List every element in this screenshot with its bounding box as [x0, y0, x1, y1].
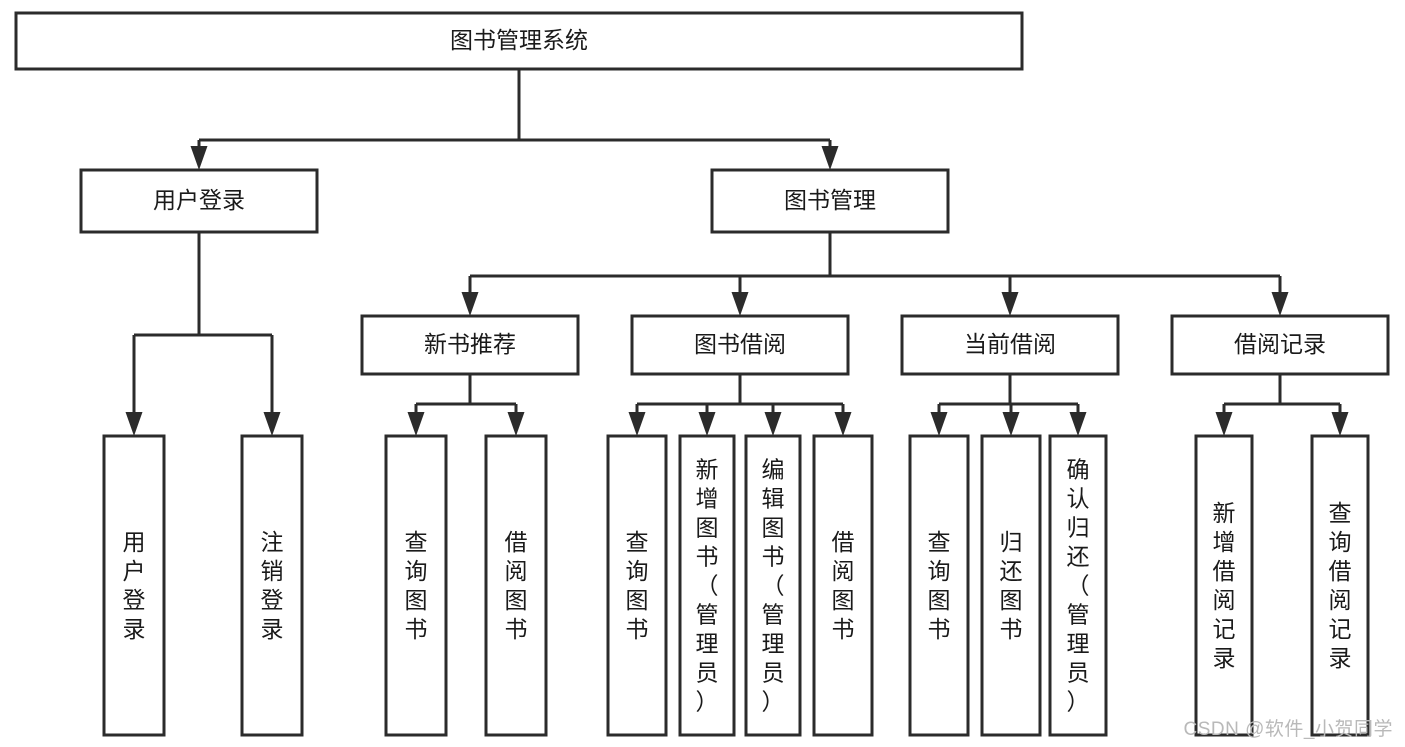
node-label: 确认归还（管理员） [1067, 457, 1090, 715]
node-leaf-query-book-borrow[interactable]: 查询图书 [606, 434, 668, 737]
bm-to-book-borrow-arrowhead [731, 292, 749, 316]
node-box-leaf-add-book[interactable] [678, 434, 736, 737]
bm-to-current-borrow-arrowhead [1001, 292, 1019, 316]
root-to-book-management-arrowhead [821, 146, 839, 170]
node-label: 图书借阅 [694, 331, 786, 357]
current-borrow-to-leaf-confirm-return-arrowhead [1069, 412, 1087, 436]
node-label: 新增借阅记录 [1213, 500, 1236, 671]
node-box-book-management[interactable] [710, 168, 950, 234]
borrow-record-to-leaf-query-record-arrowhead [1331, 412, 1349, 436]
node-user-login[interactable]: 用户登录 [79, 168, 319, 234]
user-login-to-leaf-user-login-arrowhead [125, 412, 143, 436]
node-label: 注销登录 [261, 529, 284, 642]
node-label: 用户登录 [153, 187, 245, 213]
node-layer: 图书管理系统用户登录图书管理新书推荐图书借阅当前借阅借阅记录用户登录注销登录查询… [14, 11, 1390, 737]
node-leaf-user-login[interactable]: 用户登录 [102, 434, 166, 737]
node-box-current-borrow[interactable] [900, 314, 1120, 376]
connector-layer [125, 69, 1349, 436]
node-label: 新书推荐 [424, 331, 516, 357]
csdn-watermark: CSDN @软件_小贺同学 [1183, 719, 1393, 740]
node-label: 查询图书 [928, 529, 951, 642]
node-leaf-add-book[interactable]: 新增图书（管理员） [678, 434, 736, 737]
book-borrow-to-leaf-query-book-borrow-arrowhead [628, 412, 646, 436]
node-box-borrow-record[interactable] [1170, 314, 1390, 376]
node-leaf-logout[interactable]: 注销登录 [240, 434, 304, 737]
node-label: 用户登录 [123, 529, 146, 642]
node-box-leaf-edit-book[interactable] [744, 434, 802, 737]
node-root[interactable]: 图书管理系统 [14, 11, 1024, 71]
node-box-leaf-borrow-book-rec[interactable] [484, 434, 548, 737]
new-book-recommend-to-leaf-borrow-book-rec-arrowhead [507, 412, 525, 436]
node-label: 查询图书 [626, 529, 649, 642]
node-new-book-recommend[interactable]: 新书推荐 [360, 314, 580, 376]
node-box-leaf-return-book[interactable] [980, 434, 1042, 737]
current-borrow-to-leaf-query-book-cur-arrowhead [930, 412, 948, 436]
node-book-borrow[interactable]: 图书借阅 [630, 314, 850, 376]
current-borrow-to-leaf-return-book-arrowhead [1002, 412, 1020, 436]
node-box-leaf-query-book-rec[interactable] [384, 434, 448, 737]
node-box-book-borrow[interactable] [630, 314, 850, 376]
node-label: 当前借阅 [964, 331, 1056, 357]
book-borrow-to-leaf-edit-book-arrowhead [764, 412, 782, 436]
node-label: 借阅记录 [1234, 331, 1326, 357]
book-borrow-to-leaf-add-book-arrowhead [698, 412, 716, 436]
node-leaf-return-book[interactable]: 归还图书 [980, 434, 1042, 737]
node-leaf-query-book-cur[interactable]: 查询图书 [908, 434, 970, 737]
node-label: 借阅图书 [832, 529, 855, 642]
node-leaf-edit-book[interactable]: 编辑图书（管理员） [744, 434, 802, 737]
book-borrow-to-leaf-borrow-book-arrowhead [834, 412, 852, 436]
node-label: 编辑图书（管理员） [762, 457, 785, 715]
node-box-leaf-confirm-return[interactable] [1048, 434, 1108, 737]
node-label: 查询图书 [405, 529, 428, 642]
node-leaf-query-book-rec[interactable]: 查询图书 [384, 434, 448, 737]
new-book-recommend-to-leaf-query-book-rec-arrowhead [407, 412, 425, 436]
node-leaf-borrow-book[interactable]: 借阅图书 [812, 434, 874, 737]
bm-to-new-book-recommend-arrowhead [461, 292, 479, 316]
node-label: 图书管理系统 [450, 27, 588, 53]
node-borrow-record[interactable]: 借阅记录 [1170, 314, 1390, 376]
node-label: 借阅图书 [505, 529, 528, 642]
node-current-borrow[interactable]: 当前借阅 [900, 314, 1120, 376]
node-label: 查询借阅记录 [1329, 500, 1352, 671]
borrow-record-to-leaf-add-record-arrowhead [1215, 412, 1233, 436]
node-leaf-borrow-book-rec[interactable]: 借阅图书 [484, 434, 548, 737]
user-login-to-leaf-logout-arrowhead [263, 412, 281, 436]
bm-to-borrow-record-arrowhead [1271, 292, 1289, 316]
node-box-leaf-add-record[interactable] [1194, 434, 1254, 737]
node-book-management[interactable]: 图书管理 [710, 168, 950, 234]
node-label: 图书管理 [784, 187, 876, 213]
node-label: 新增图书（管理员） [696, 457, 719, 715]
node-box-leaf-borrow-book[interactable] [812, 434, 874, 737]
node-leaf-confirm-return[interactable]: 确认归还（管理员） [1048, 434, 1108, 737]
node-box-root[interactable] [14, 11, 1024, 71]
node-box-user-login[interactable] [79, 168, 319, 234]
node-leaf-add-record[interactable]: 新增借阅记录 [1194, 434, 1254, 737]
node-box-leaf-user-login[interactable] [102, 434, 166, 737]
node-box-leaf-query-book-borrow[interactable] [606, 434, 668, 737]
node-leaf-query-record[interactable]: 查询借阅记录 [1310, 434, 1370, 737]
node-box-leaf-query-book-cur[interactable] [908, 434, 970, 737]
node-box-new-book-recommend[interactable] [360, 314, 580, 376]
node-box-leaf-logout[interactable] [240, 434, 304, 737]
node-label: 归还图书 [1000, 529, 1023, 642]
node-box-leaf-query-record[interactable] [1310, 434, 1370, 737]
root-to-user-login-arrowhead [190, 146, 208, 170]
